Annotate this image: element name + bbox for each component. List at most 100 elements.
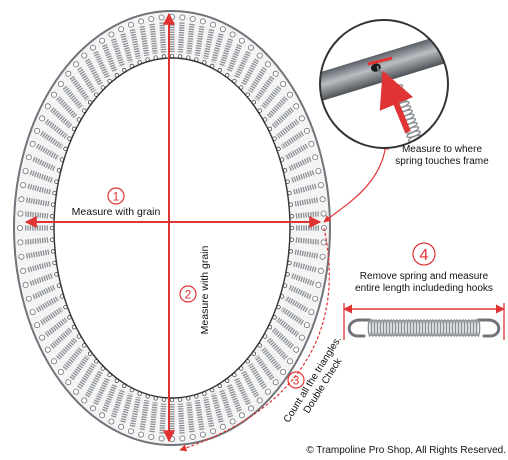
frame-hole [168, 13, 175, 20]
spring [177, 22, 185, 53]
frame-hole [319, 196, 326, 203]
frame-hole [247, 44, 254, 51]
spring [248, 66, 268, 93]
spring [292, 183, 317, 195]
frame-hole [308, 140, 315, 147]
frame-hole [168, 435, 175, 442]
spring [35, 143, 60, 161]
frame-hole [158, 435, 165, 442]
frame-hole [16, 224, 23, 231]
frame-hole [286, 358, 293, 365]
step-4-label-line2: entire length includeding hooks [355, 283, 493, 294]
step-1-label: Measure with grain [72, 206, 161, 218]
step-4: 4 Remove spring and measure entire lengt… [343, 242, 505, 340]
frame-hole [57, 81, 64, 88]
spring [194, 399, 205, 431]
frame-hole [17, 239, 24, 246]
spring [149, 23, 158, 54]
spring [186, 402, 195, 433]
frame-hole [293, 346, 300, 353]
spring [27, 261, 52, 273]
spring [292, 261, 317, 273]
frame-hole [25, 295, 32, 302]
frame-hole [312, 295, 319, 302]
spring [40, 306, 64, 325]
spring [287, 156, 312, 172]
spring [120, 33, 134, 63]
step-2-badge [179, 285, 197, 303]
frame-hole [18, 253, 25, 260]
step-1: 1 Measure with grain [72, 187, 161, 218]
step-1-number: 1 [113, 190, 120, 204]
frame-hole [34, 322, 41, 329]
spring [32, 156, 57, 172]
trampoline-oval [13, 10, 331, 446]
step-2: 2 Measure with grain [179, 245, 211, 334]
spring [69, 355, 90, 381]
spring [254, 355, 275, 381]
spring [290, 169, 315, 183]
frame-hole [44, 346, 51, 353]
spring [271, 107, 294, 129]
spring [76, 66, 96, 93]
frame-hole [315, 281, 322, 288]
frame-hole [256, 52, 263, 59]
spring [280, 306, 304, 325]
frame-hole [29, 140, 36, 147]
frame-hole [219, 423, 226, 430]
step-2-number: 2 [185, 288, 192, 302]
frame-hole [317, 267, 324, 274]
spring [284, 295, 309, 313]
frame-hole [179, 435, 186, 442]
step-3-badge [287, 371, 305, 389]
callout-connector-arc [323, 142, 389, 223]
spring [44, 118, 68, 139]
frame-hole [73, 388, 80, 395]
v-ring [169, 53, 175, 59]
spring [44, 317, 68, 338]
frame-hole [108, 418, 115, 425]
spring [294, 197, 319, 207]
callout-text-line1: Measure to where [402, 144, 482, 155]
step-3-number: 3 [293, 374, 300, 388]
spring [50, 107, 73, 129]
spring [25, 197, 50, 207]
frame-hole [303, 322, 310, 329]
frame-hole [18, 196, 25, 203]
spring-coil [475, 319, 481, 337]
frame-hole [51, 358, 58, 365]
frame-hole [90, 44, 97, 51]
frame-hole [320, 210, 327, 217]
spring [276, 317, 300, 338]
spring [40, 131, 64, 150]
frame-hole [90, 405, 97, 412]
spring [284, 143, 309, 161]
spring [186, 23, 195, 54]
step-4-badge [412, 242, 436, 266]
spring [248, 363, 268, 390]
frame-hole [127, 21, 134, 28]
spring [295, 211, 319, 219]
step-1-badge [107, 187, 125, 205]
frame-hole [238, 412, 245, 419]
spring [287, 284, 312, 300]
spring [129, 29, 142, 60]
spring [280, 131, 304, 150]
spring [139, 399, 150, 431]
step-2-label: Measure with grain [199, 245, 211, 334]
spring [202, 29, 215, 60]
frame-hole [247, 405, 254, 412]
copyright-notice: © Trampoline Pro Shop, All Rights Reserv… [306, 445, 506, 456]
v-ring [169, 397, 175, 403]
frame-hole [20, 267, 27, 274]
spring [29, 169, 54, 183]
spring-right-hook [476, 318, 501, 338]
spring [149, 402, 158, 433]
frame-hole [81, 397, 88, 404]
frame-hole [108, 31, 115, 38]
frame-hole [298, 115, 305, 122]
frame-hole [158, 14, 165, 21]
frame-hole [22, 168, 29, 175]
frame-hole [286, 91, 293, 98]
frame-hole [20, 182, 27, 189]
